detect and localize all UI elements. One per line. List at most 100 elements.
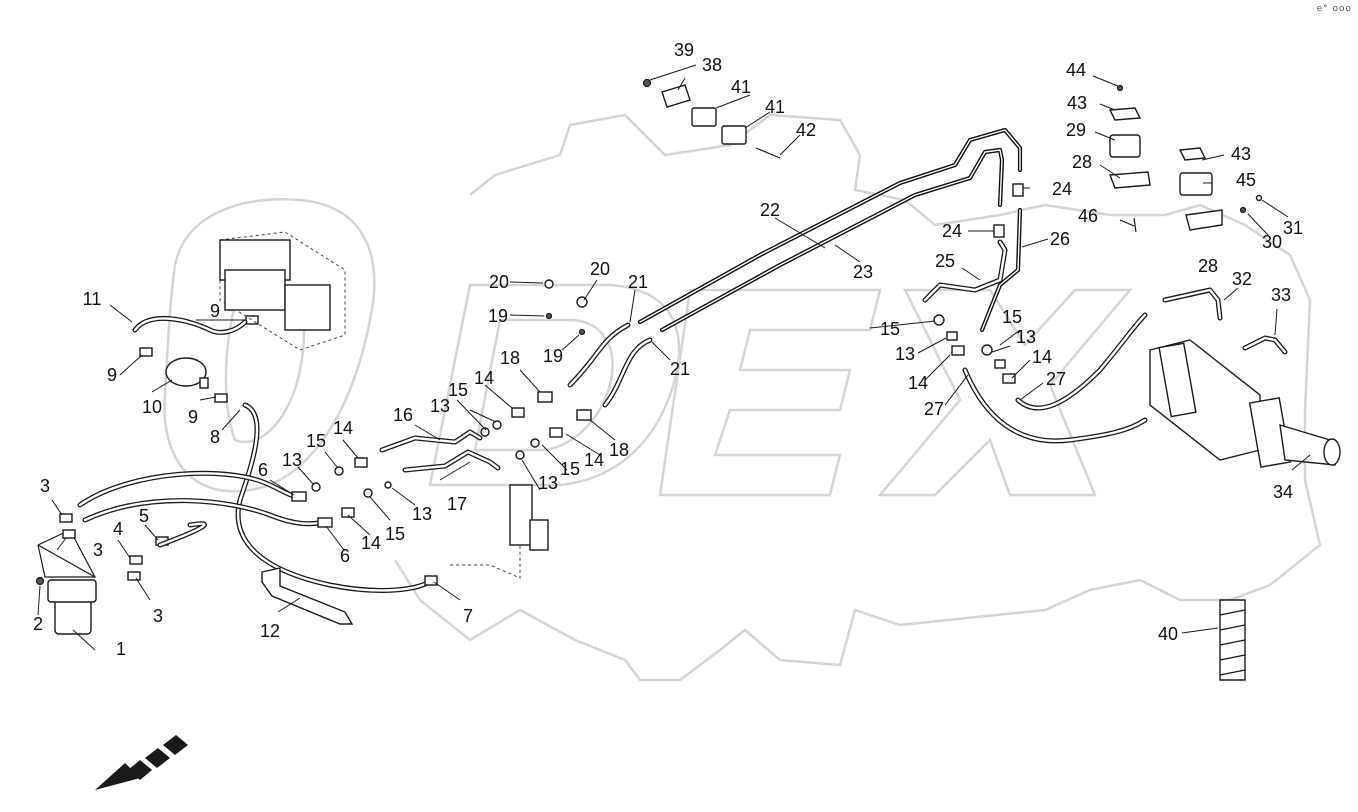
washer-15c bbox=[492, 420, 502, 430]
callout-3: 3 bbox=[153, 606, 163, 626]
callout-20: 20 bbox=[489, 272, 509, 292]
fitting-14b bbox=[341, 507, 355, 518]
fitting-3-top bbox=[59, 513, 73, 523]
long-pipes bbox=[637, 127, 1023, 333]
filter-head bbox=[47, 579, 97, 603]
callout-21: 21 bbox=[670, 359, 690, 379]
callout-38: 38 bbox=[702, 55, 722, 75]
callout-16: 16 bbox=[393, 405, 413, 425]
watermark-letter-e bbox=[658, 288, 882, 497]
spiral-guard-wraps bbox=[1219, 609, 1246, 676]
callout-44: 44 bbox=[1066, 60, 1086, 80]
callout-31: 31 bbox=[1283, 218, 1303, 238]
washer-15d bbox=[530, 438, 540, 448]
arrow-dash-3 bbox=[163, 735, 188, 755]
callout-29: 29 bbox=[1066, 120, 1086, 140]
washer-15a bbox=[334, 466, 344, 476]
callout-40: 40 bbox=[1158, 624, 1178, 644]
spiral-guard-40 bbox=[1219, 599, 1246, 681]
bolt-42 bbox=[755, 147, 781, 159]
callout-46: 46 bbox=[1078, 206, 1098, 226]
callout-39: 39 bbox=[674, 40, 694, 60]
plate-43a bbox=[1108, 107, 1142, 121]
callout-14: 14 bbox=[908, 373, 928, 393]
right-middle-fittings bbox=[922, 183, 1148, 444]
accumulator-10 bbox=[165, 357, 207, 387]
center-fittings bbox=[291, 279, 592, 528]
fitting-18b bbox=[576, 409, 592, 421]
lower-valve-side bbox=[529, 519, 549, 551]
callout-18: 18 bbox=[500, 348, 520, 368]
fitting-14a bbox=[354, 457, 368, 468]
clamp-41b bbox=[721, 125, 747, 145]
fitting-7 bbox=[424, 575, 438, 586]
bracket-12 bbox=[261, 567, 354, 625]
top-clamps bbox=[642, 78, 1263, 681]
callout-13: 13 bbox=[430, 396, 450, 416]
callout-11: 11 bbox=[83, 289, 102, 309]
filter-plug bbox=[35, 576, 45, 586]
callout-6: 6 bbox=[258, 460, 268, 480]
callout-3: 3 bbox=[40, 476, 50, 496]
callout-14: 14 bbox=[1032, 347, 1052, 367]
callout-9: 9 bbox=[188, 407, 198, 427]
washer-13f bbox=[994, 359, 1006, 369]
clamp-41a bbox=[691, 107, 717, 127]
callout-34: 34 bbox=[1273, 482, 1293, 502]
watermark-letter-d bbox=[428, 283, 681, 487]
bolt-46 bbox=[1133, 217, 1137, 233]
pipe-22 bbox=[637, 127, 1023, 325]
fitting-3-mid bbox=[62, 529, 76, 539]
fitting-14f bbox=[1002, 373, 1016, 384]
callout-24: 24 bbox=[1052, 179, 1072, 199]
callout-9: 9 bbox=[107, 365, 117, 385]
callout-4: 4 bbox=[113, 519, 123, 539]
clamp-45 bbox=[1179, 172, 1213, 196]
nut-24a bbox=[1012, 183, 1024, 197]
callout-20: 20 bbox=[590, 259, 610, 279]
direction-arrow bbox=[95, 735, 188, 790]
callout-41: 41 bbox=[765, 97, 785, 117]
callout-12: 12 bbox=[260, 621, 280, 641]
callout-6: 6 bbox=[340, 546, 350, 566]
callout-25: 25 bbox=[935, 251, 955, 271]
washer-13e bbox=[946, 331, 958, 341]
callout-23: 23 bbox=[853, 262, 873, 282]
nut-20a bbox=[544, 279, 554, 289]
callout-28: 28 bbox=[1198, 256, 1218, 276]
callout-15: 15 bbox=[880, 319, 900, 339]
washer-15f bbox=[981, 344, 993, 356]
callout-42: 42 bbox=[796, 120, 816, 140]
lower-valve-dash bbox=[450, 545, 521, 579]
fitting-14c bbox=[511, 407, 525, 418]
control-valve-block bbox=[219, 231, 346, 351]
callout-24: 24 bbox=[942, 221, 962, 241]
center-pipes bbox=[379, 322, 653, 473]
cylinder-rod-end bbox=[1323, 438, 1341, 466]
valve-outline bbox=[219, 231, 346, 351]
callout-15: 15 bbox=[385, 524, 405, 544]
callout-13: 13 bbox=[1016, 327, 1036, 347]
callout-33: 33 bbox=[1271, 285, 1291, 305]
callout-27: 27 bbox=[924, 399, 944, 419]
nut-31 bbox=[1255, 194, 1263, 202]
nut-39 bbox=[642, 78, 652, 88]
fitting-6a bbox=[291, 491, 307, 502]
callout-19: 19 bbox=[543, 346, 563, 366]
callout-27: 27 bbox=[1046, 369, 1066, 389]
washer-15b bbox=[363, 488, 373, 498]
fitting-4 bbox=[129, 555, 143, 565]
callout-labels: 1 2 3 3 3 4 5 6 6 7 8 9 9 9 10 11 12 13 … bbox=[33, 40, 1303, 659]
bracket-28a bbox=[1109, 171, 1151, 189]
washer-13d bbox=[515, 450, 525, 460]
washer-30 bbox=[1239, 206, 1247, 214]
callout-15: 15 bbox=[448, 380, 468, 400]
washer-13b bbox=[384, 481, 392, 489]
callout-32: 32 bbox=[1232, 269, 1252, 289]
callout-5: 5 bbox=[139, 506, 149, 526]
fitting-3-low bbox=[127, 571, 141, 581]
callout-13: 13 bbox=[282, 450, 302, 470]
washer-13c bbox=[480, 427, 490, 437]
callout-14: 14 bbox=[584, 450, 604, 470]
